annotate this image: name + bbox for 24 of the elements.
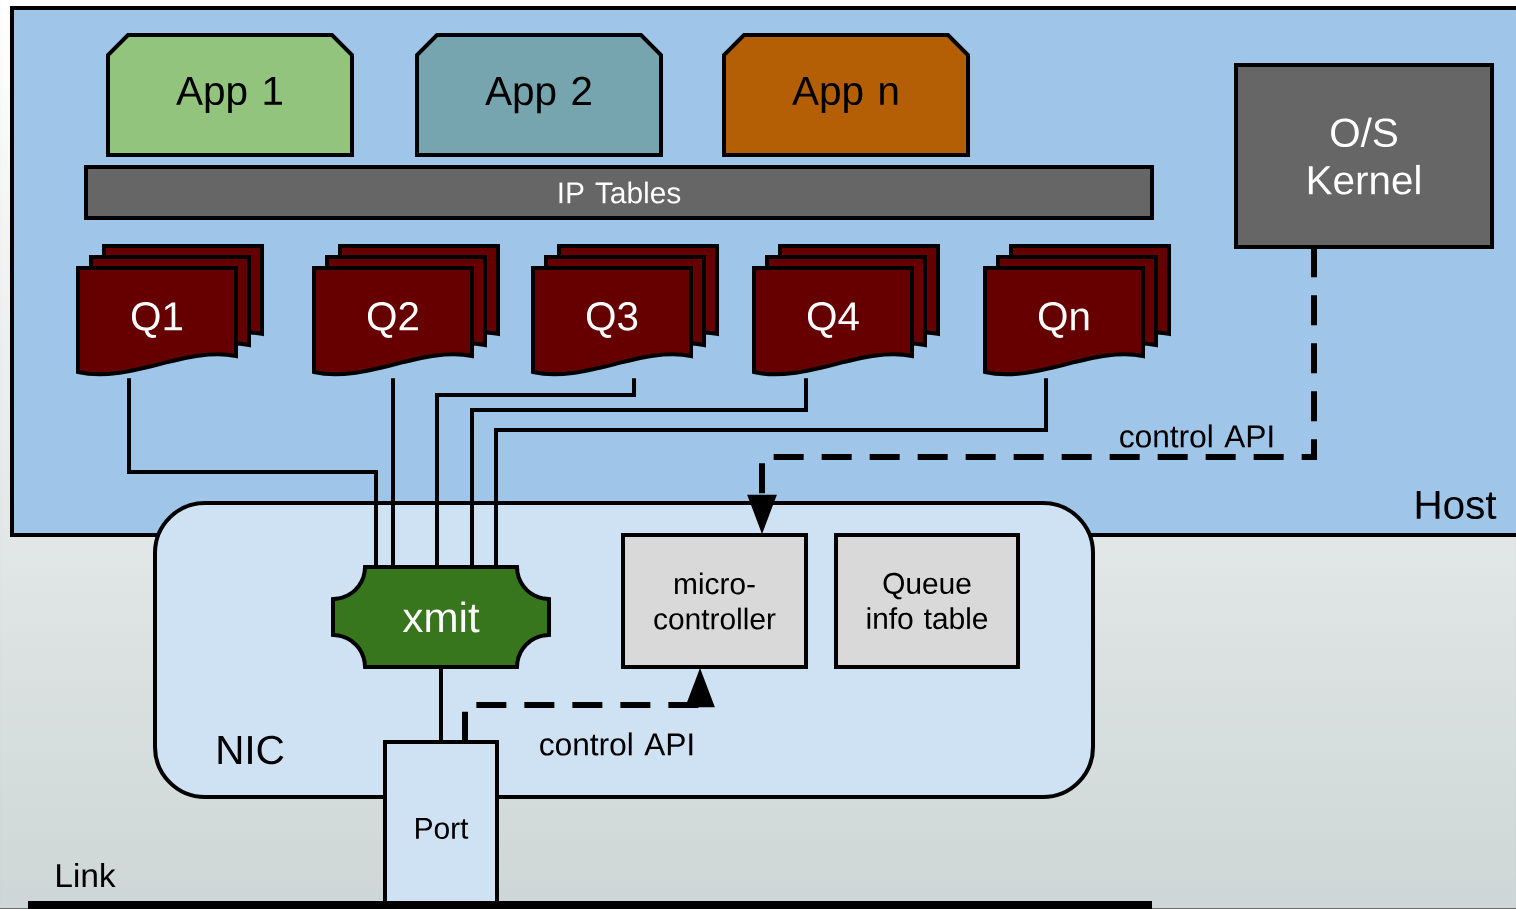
panel-label: Host (1416, 490, 1497, 520)
queue-stack: Q3 (531, 243, 719, 377)
connector (494, 378, 1048, 567)
kernel-box: O/S Kernel (1234, 63, 1494, 249)
connector (435, 378, 636, 567)
app-box: App 2 (415, 33, 663, 157)
queue-stack: Q4 (752, 243, 940, 377)
edge-label: control API (537, 730, 697, 758)
table-box: Queue info table (834, 533, 1020, 669)
queue-stack: Q2 (312, 243, 500, 377)
edge-label: control API (1117, 422, 1277, 450)
queue-stack: Q1 (76, 243, 264, 377)
queue-stack: Qn (983, 243, 1171, 377)
app-box: App n (722, 33, 970, 157)
iptables-bar: IP Tables (84, 165, 1154, 220)
connector (439, 667, 443, 742)
port-box: Port (383, 740, 499, 909)
panel-label: NIC (218, 735, 284, 765)
connector (470, 378, 808, 567)
connector (127, 378, 378, 567)
connector (391, 378, 395, 567)
app-box: App 1 (106, 33, 354, 157)
link-label: Link (57, 862, 116, 888)
controller-box: micro-controller (621, 533, 808, 669)
